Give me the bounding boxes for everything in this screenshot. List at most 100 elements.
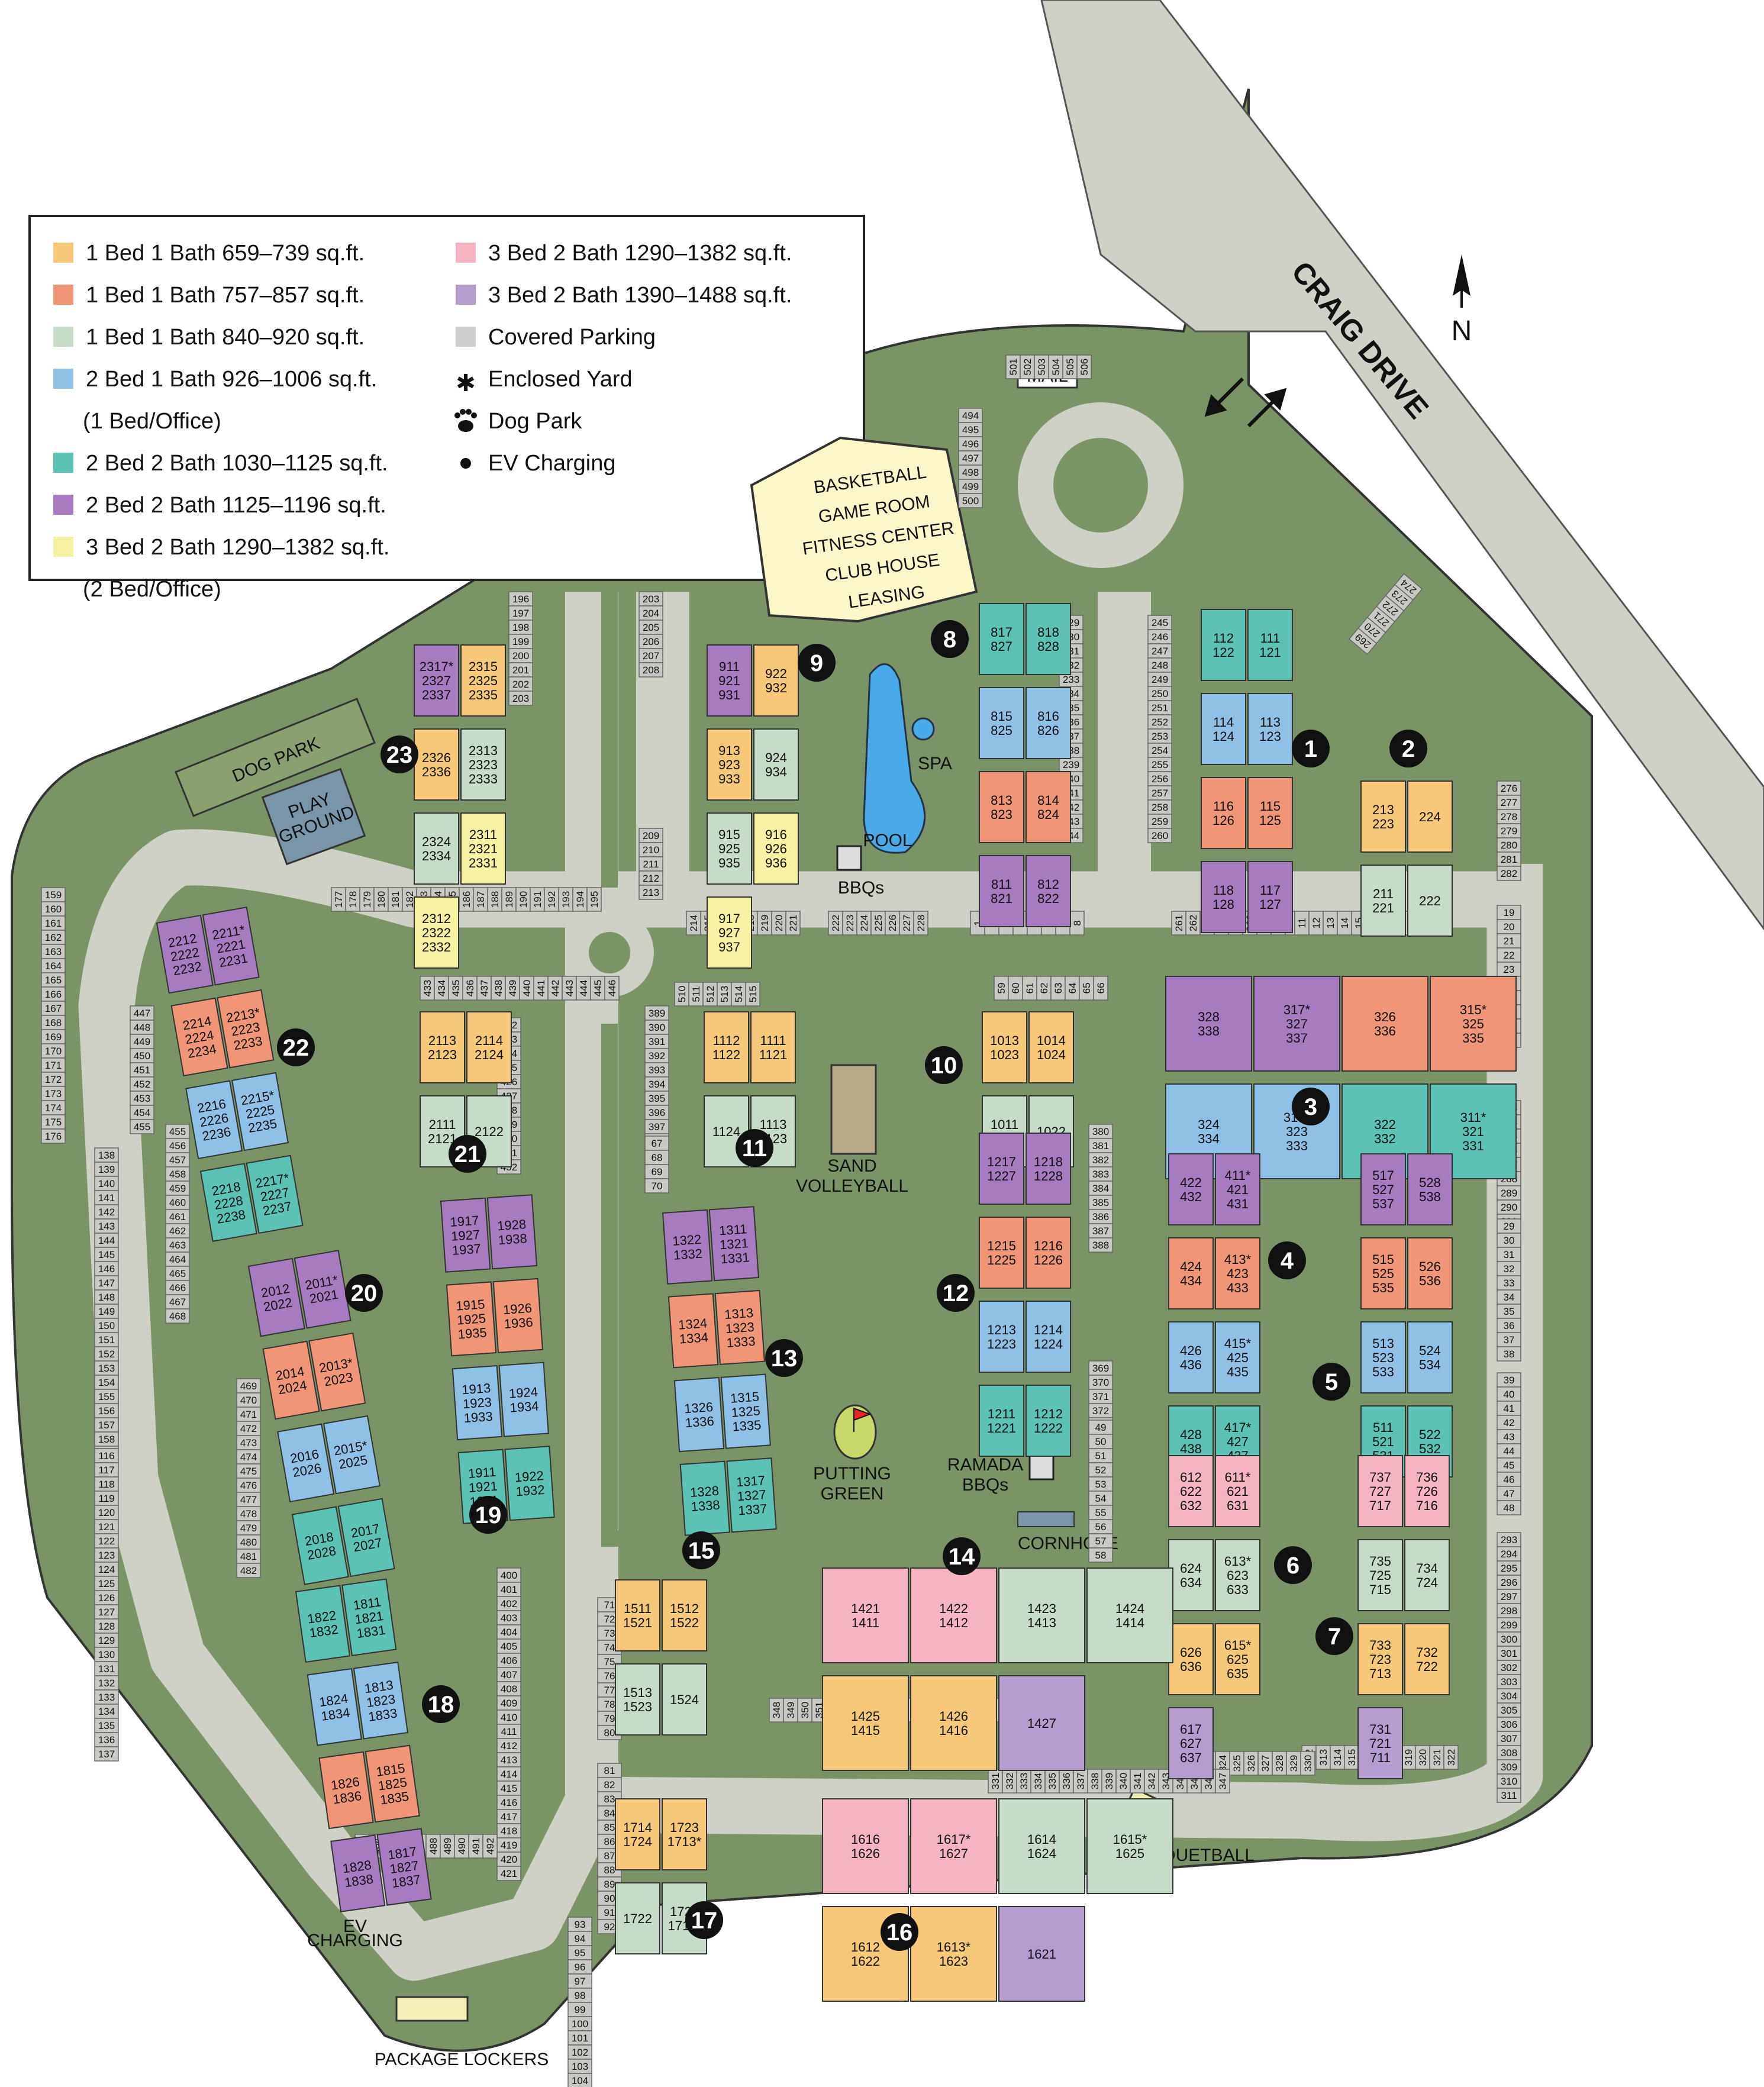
package-lockers[interactable] [395,1996,469,2022]
unit-block[interactable] [1247,777,1293,849]
unit-block[interactable] [1201,861,1246,933]
spa-shape[interactable] [911,717,935,741]
unit-block[interactable] [1201,693,1246,765]
unit[interactable]: 1621 [998,1906,1085,2002]
playground-area[interactable] [261,767,366,866]
volleyball-court[interactable] [830,1064,877,1155]
unit[interactable]: 224 [1407,780,1453,853]
unit[interactable]: 1722 [615,1882,660,1954]
unit-block[interactable] [1247,609,1293,681]
unit-block[interactable] [1201,777,1246,849]
unit[interactable]: 1617*1627 [910,1798,997,1894]
unit-block[interactable] [1247,693,1293,765]
unit-block[interactable] [1247,861,1293,933]
dog-park-area[interactable] [175,698,376,817]
putting-green[interactable] [833,1404,877,1460]
unit[interactable]: 222 [1407,865,1453,937]
pool-shape[interactable] [863,663,926,854]
